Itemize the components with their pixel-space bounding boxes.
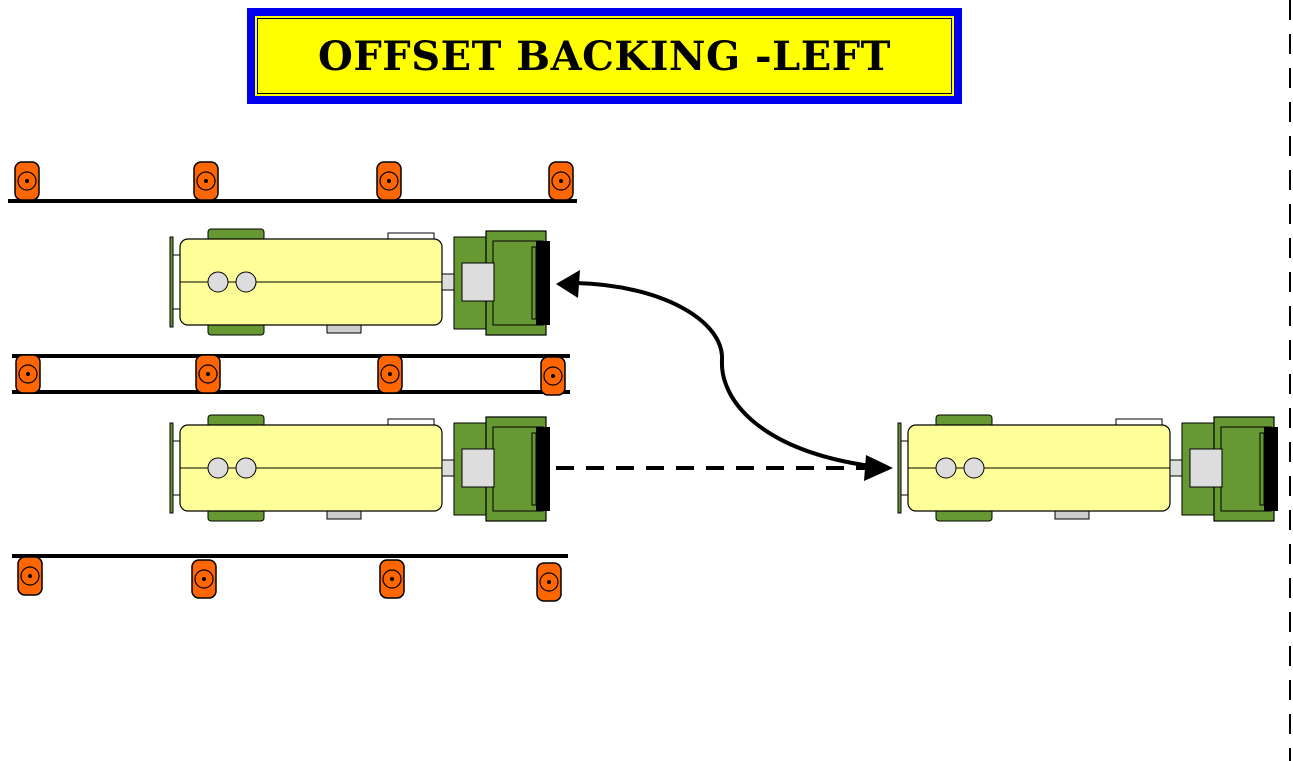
traffic-cone-icon — [378, 355, 402, 393]
traffic-cone-icon — [196, 355, 220, 393]
traffic-cone-icon — [541, 357, 565, 395]
traffic-cone-icon — [194, 162, 218, 200]
traffic-cone-icon — [15, 162, 39, 200]
curved-arrow-icon — [556, 270, 893, 481]
tank-truck-icon — [170, 229, 550, 335]
traffic-cone-icon — [537, 563, 561, 601]
traffic-cone-icon — [549, 162, 573, 200]
tank-truck-icon — [170, 415, 550, 521]
traffic-cone-icon — [18, 557, 42, 595]
traffic-cone-icon — [16, 355, 40, 393]
traffic-cone-icon — [192, 560, 216, 598]
traffic-cone-icon — [380, 560, 404, 598]
traffic-cone-icon — [377, 162, 401, 200]
tank-truck-icon — [898, 415, 1278, 521]
